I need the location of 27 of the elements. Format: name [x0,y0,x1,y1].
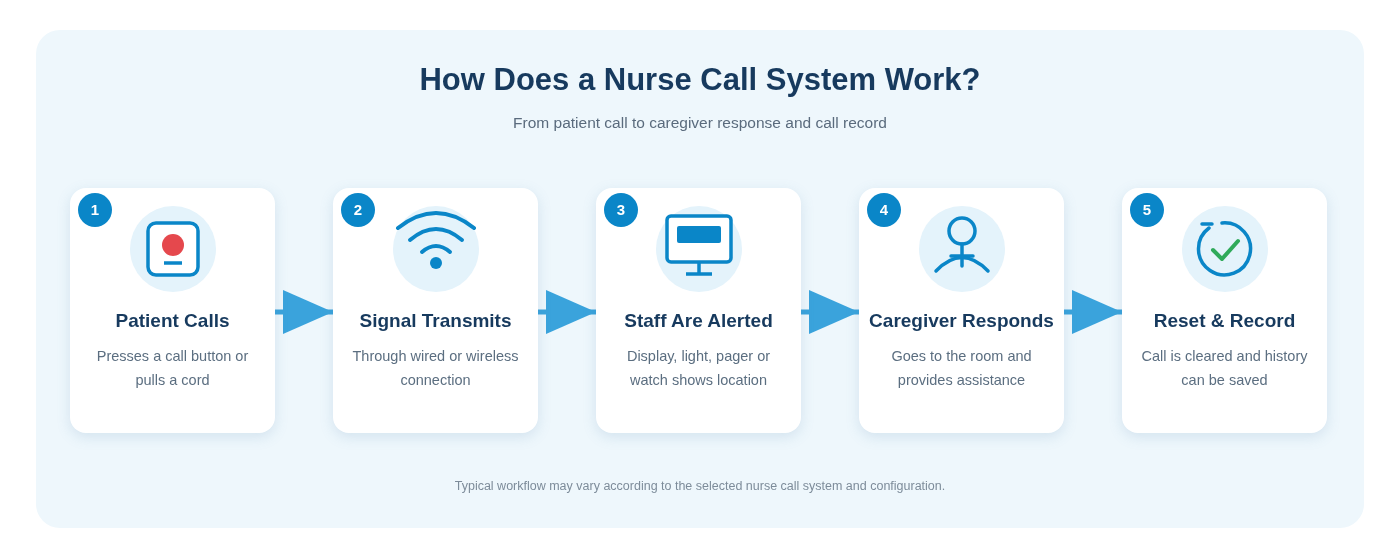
step-number: 3 [604,193,638,227]
step-description: Presses a call button or pulls a cord [95,347,250,390]
step-card [596,188,801,433]
arrow [538,290,596,334]
step-heading: Patient Calls [114,310,231,332]
step-description: Call is cleared and history can be saved [1140,347,1309,390]
step-heading: Reset & Record [1152,310,1297,332]
step-number: 1 [78,193,112,227]
step-number: 2 [341,193,375,227]
step-card [333,188,538,433]
step-card [859,188,1064,433]
step-description: Goes to the room and provides assistance [890,347,1033,390]
step-heading: Staff Are Alerted [623,310,774,332]
step-description: Display, light, pager or watch shows location [625,347,772,390]
step-heading: Signal Transmits [358,310,513,332]
step-card [1122,188,1327,433]
arrow [275,290,333,334]
footnote: Typical workflow may vary according to the selected nurse call system and configuration. [453,479,947,493]
step-number: 5 [1130,193,1164,227]
step-number: 4 [867,193,901,227]
step-heading: Caregiver Responds [868,310,1055,332]
subtitle: From patient call to caregiver response and call record [512,114,888,132]
arrow [1064,290,1122,334]
step-description: Through wired or wireless connection [351,347,520,390]
diagram-title: How Does a Nurse Call System Work? [418,62,982,98]
arrow [801,290,859,334]
step-card [70,188,275,433]
